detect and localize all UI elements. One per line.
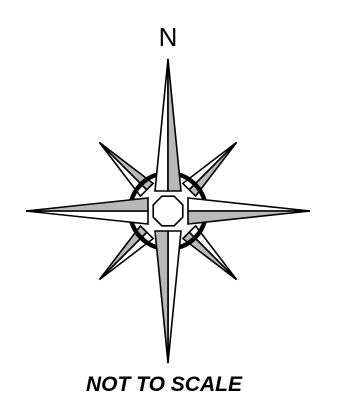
- east-point-dark-face: [188, 211, 310, 224]
- east-point-light-face: [188, 198, 310, 211]
- not-to-scale-note: NOT TO SCALE: [86, 373, 243, 396]
- north-point-dark-face: [168, 59, 181, 191]
- south-point-dark-face: [155, 231, 168, 363]
- compass-center-hub: [153, 196, 183, 226]
- west-point-light-face: [26, 211, 148, 224]
- south-point-light-face: [168, 231, 181, 363]
- compass-rose: [26, 59, 310, 363]
- west-point-dark-face: [26, 198, 148, 211]
- north-point-light-face: [155, 59, 168, 191]
- north-label: N: [159, 22, 178, 52]
